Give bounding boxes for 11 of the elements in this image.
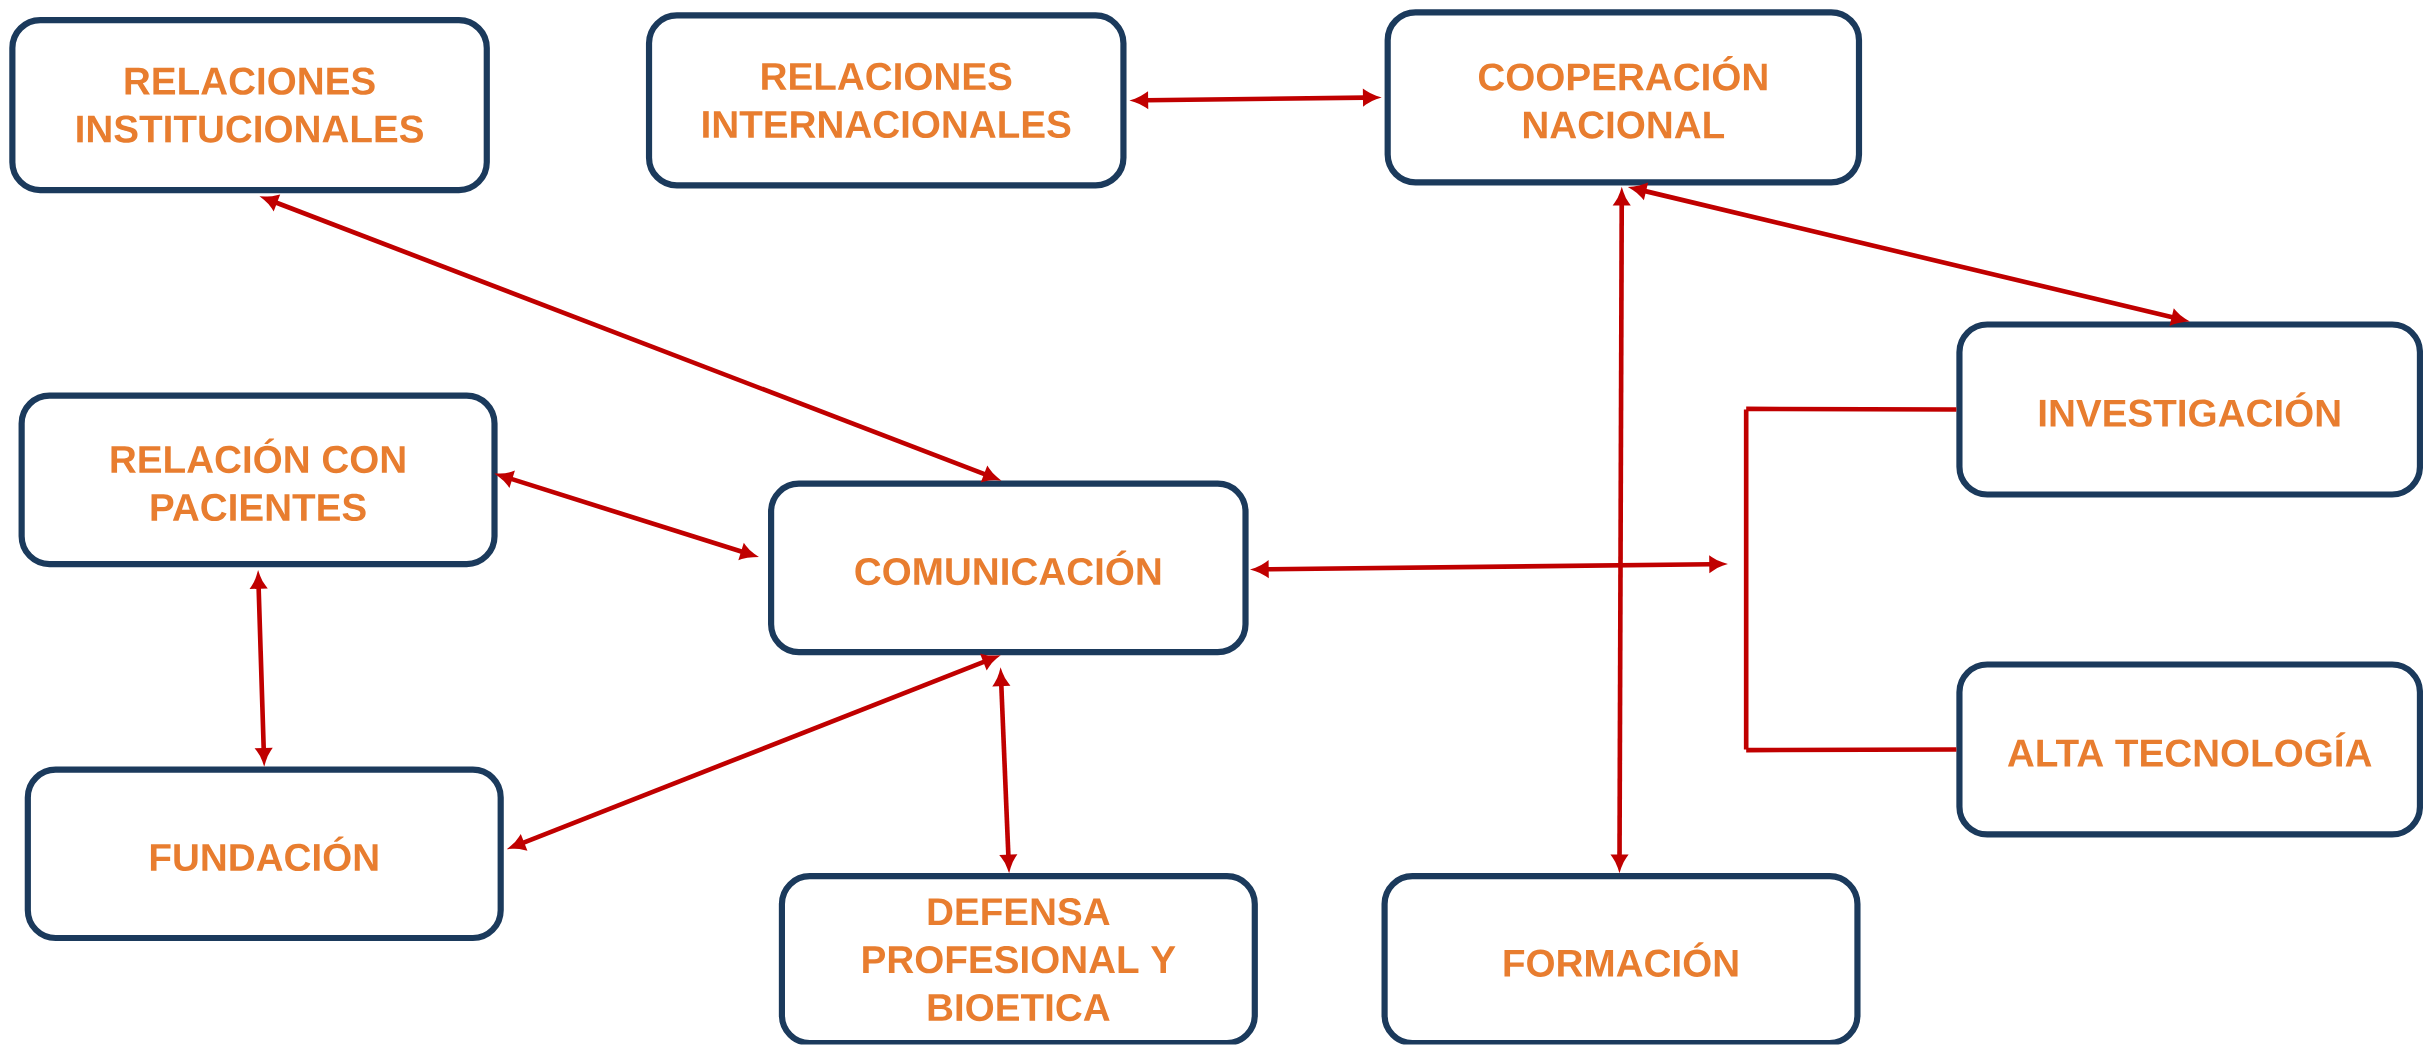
process-box: RELACIÓN CON PACIENTES [18, 392, 498, 568]
process-box: INVESTIGACIÓN [1956, 321, 2423, 498]
process-box: RELACIONES INSTITUCIONALES [9, 17, 490, 194]
process-box: RELACIONES INTERNACIONALES [645, 12, 1127, 189]
process-box: FUNDACIÓN [24, 766, 504, 942]
process-box: FORMACIÓN [1381, 873, 1861, 1045]
process-box: COOPERACIÓN NACIONAL [1384, 9, 1863, 186]
bracket-bar [1743, 409, 1749, 750]
process-box: ALTA TECNOLOGÍA [1956, 661, 2423, 838]
process-box: DEFENSA PROFESIONAL Y BIOETICA [778, 873, 1258, 1045]
process-box: COMUNICACIÓN [768, 480, 1249, 656]
